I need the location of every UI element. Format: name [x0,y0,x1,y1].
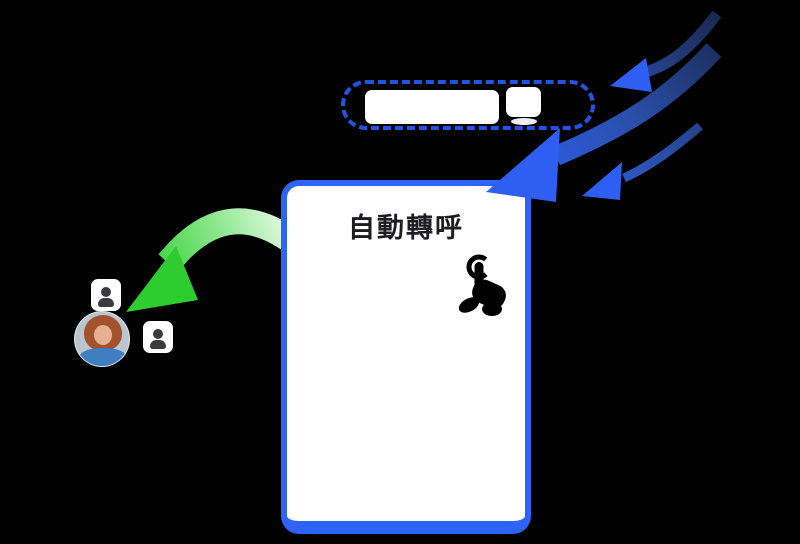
avatar-face [94,325,112,345]
tap-gesture-icon [458,254,506,316]
call-forwarding-card: 自動轉呼 [281,180,531,534]
person-icon [143,321,173,353]
blue-arrow-small [582,122,703,200]
person-icon-head [153,329,163,339]
pill-blank-bar [365,90,499,124]
avatar-sweater [79,348,127,366]
pill-icon-blob [506,87,541,117]
user-avatar-photo [74,311,130,367]
person-icon-body [98,298,114,307]
dashed-pill-outline [341,80,595,130]
pill-icon-base [511,118,537,125]
person-icon-head [101,287,111,297]
card-title: 自動轉呼 [348,213,464,243]
person-icon [91,279,121,311]
person-icon-body [150,340,166,349]
blue-arrow-top [610,10,722,92]
